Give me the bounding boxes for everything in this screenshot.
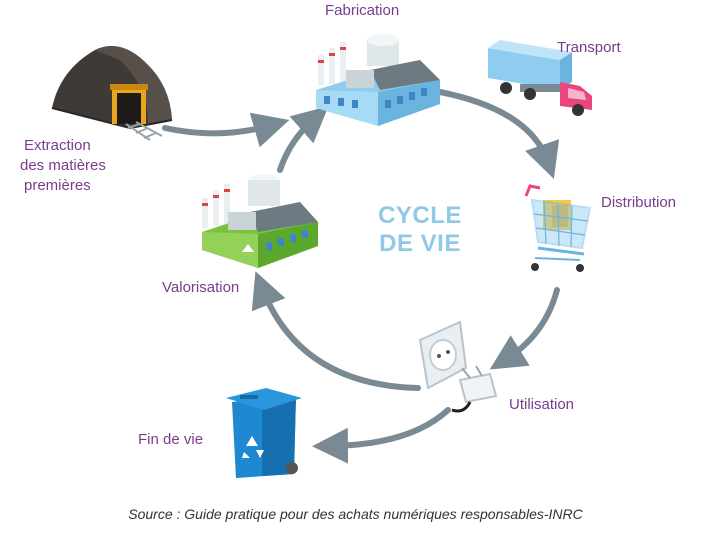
arrow-utilisation-to-fin-de-vie [312, 407, 451, 464]
label-extraction-line3: premières [24, 177, 91, 194]
arrow-extraction-to-fabrication [162, 112, 290, 148]
label-fabrication: Fabrication [325, 2, 400, 19]
source-caption: Source : Guide pratique pour des achats … [128, 506, 583, 522]
label-valorisation: Valorisation [162, 279, 240, 296]
cycle-arrows [162, 89, 560, 464]
shopping-cart-icon [524, 184, 592, 272]
label-utilisation: Utilisation [509, 396, 575, 413]
label-extraction-line1: Extraction [24, 137, 91, 154]
recycling-bin-icon [226, 388, 302, 478]
truck-icon [488, 40, 592, 116]
label-fin-de-vie: Fin de vie [138, 431, 204, 448]
arrow-utilisation-to-valorisation [251, 271, 421, 391]
center-title-line2: DE VIE [379, 230, 461, 257]
arrow-distribution-to-utilisation [489, 287, 560, 370]
power-plug-icon [418, 320, 498, 413]
factory-icon [316, 34, 440, 126]
label-distribution: Distribution [601, 194, 677, 211]
center-title-line1: CYCLE [378, 202, 462, 229]
label-transport: Transport [557, 39, 621, 56]
mine-icon [51, 46, 173, 141]
arrow-fabrication-to-distribution [437, 89, 560, 180]
label-extraction-line2: des matières [20, 157, 106, 174]
recycling-factory-icon [202, 174, 318, 268]
arrow-valorisation-to-fabrication [277, 106, 329, 173]
